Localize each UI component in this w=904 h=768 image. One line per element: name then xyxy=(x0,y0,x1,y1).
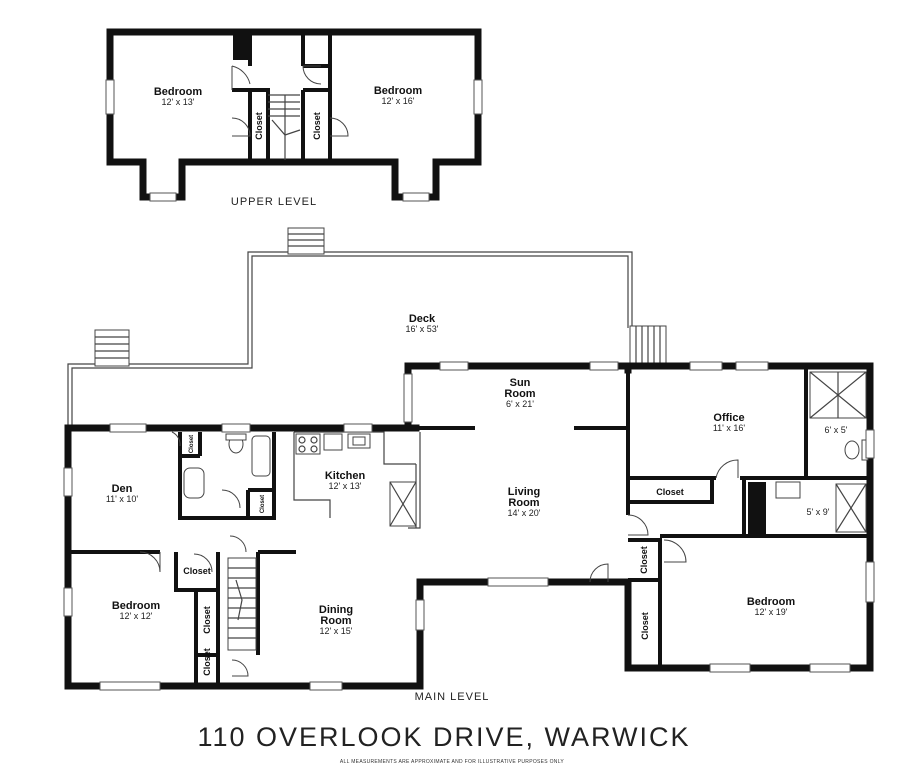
window xyxy=(105,79,115,115)
dining-room-name-1: Dining xyxy=(319,604,353,616)
bedroom-right-name: Bedroom xyxy=(747,596,796,608)
window xyxy=(402,192,430,202)
sun-room-name-2: Room xyxy=(504,388,535,400)
den-dims: 11' x 10' xyxy=(106,494,139,504)
upper-bedroom-right-dims: 12' x 16' xyxy=(382,96,415,106)
hall-closet-right-label: Closet xyxy=(639,546,649,574)
main-level-label: MAIN LEVEL xyxy=(415,691,490,703)
address-title: 110 OVERLOOK DRIVE, WARWICK xyxy=(197,722,690,752)
kitchen-dims: 12' x 13' xyxy=(329,481,362,491)
main-stairs xyxy=(227,557,257,651)
entry-closet-label: Closet xyxy=(202,648,212,676)
bath-large-dims: 5' x 9' xyxy=(807,507,830,517)
bath-small-dims: 6' x 5' xyxy=(825,425,848,435)
bedroom-right-dims: 12' x 19' xyxy=(755,607,788,617)
office-dims: 11' x 16' xyxy=(713,423,746,433)
bath-closet-small-label: Closet xyxy=(260,495,266,513)
living-room-name-1: Living xyxy=(508,486,540,498)
hall-closet-left-label: Closet xyxy=(202,606,212,634)
main-level-plan: Deck 16' x 53' xyxy=(63,227,875,703)
upper-bedroom-right-name: Bedroom xyxy=(374,85,423,97)
living-room-dims: 14' x 20' xyxy=(508,508,541,518)
bedroom-left-name: Bedroom xyxy=(112,600,161,612)
bedroom-left-dims: 12' x 12' xyxy=(120,611,153,621)
office-closet-label: Closet xyxy=(656,487,684,497)
upper-closet-right: Closet xyxy=(312,112,322,140)
upper-level-label: UPPER LEVEL xyxy=(231,196,317,208)
upper-bedroom-left-dims: 12' x 13' xyxy=(162,97,195,107)
deck-dims: 16' x 53' xyxy=(406,324,439,334)
disclaimer: ALL MEASUREMENTS ARE APPROXIMATE AND FOR… xyxy=(340,759,564,765)
bedroom-right-closet-label: Closet xyxy=(640,612,650,640)
upper-bedroom-left-name: Bedroom xyxy=(154,86,203,98)
living-room-name-2: Room xyxy=(508,497,539,509)
den-name: Den xyxy=(112,483,133,495)
upper-closet-left: Closet xyxy=(254,112,264,140)
dining-room-name-2: Room xyxy=(320,615,351,627)
deck: Deck 16' x 53' xyxy=(67,227,667,428)
upper-stairs xyxy=(268,94,301,160)
dining-room-dims: 12' x 15' xyxy=(320,626,353,636)
kitchen-name: Kitchen xyxy=(325,470,366,482)
sun-room-name-1: Sun xyxy=(510,377,531,389)
bedroom-left-closet-label: Closet xyxy=(183,566,211,576)
office-name: Office xyxy=(713,412,744,424)
bath-closet-label: Closet xyxy=(189,435,195,453)
window xyxy=(473,79,483,115)
sun-room-dims: 6' x 21' xyxy=(506,399,534,409)
window xyxy=(149,192,177,202)
upper-level-plan: Bedroom 12' x 13' Bedroom 12' x 16' Clos… xyxy=(105,28,483,208)
deck-name: Deck xyxy=(409,313,436,325)
